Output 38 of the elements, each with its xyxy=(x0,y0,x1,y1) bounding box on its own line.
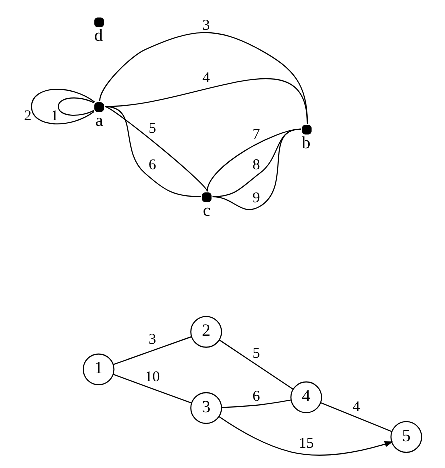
node-label: b xyxy=(302,133,310,152)
edge-label: 4 xyxy=(352,400,360,416)
edge-label: 4 xyxy=(202,70,210,86)
connector xyxy=(98,32,308,124)
connector xyxy=(221,400,291,408)
node-label: d xyxy=(94,26,103,46)
node-circle: 3 xyxy=(190,392,222,424)
edge-label: 2 xyxy=(24,108,32,124)
node-circle: 1 xyxy=(82,354,114,386)
node-circle: 2 xyxy=(190,316,222,348)
edge-label: 6 xyxy=(252,388,260,405)
node-label: a xyxy=(95,110,103,130)
edge-label: 8 xyxy=(252,157,260,174)
edge-label: 5 xyxy=(252,346,260,362)
node-circle xyxy=(202,192,212,202)
connector xyxy=(218,340,294,390)
edge-label: 3 xyxy=(202,18,210,34)
node-circle xyxy=(94,18,104,28)
edge-label: 6 xyxy=(148,157,156,174)
connector xyxy=(30,89,95,125)
node-circle xyxy=(302,125,312,135)
edge-label: 7 xyxy=(252,127,260,144)
edge-label: 9 xyxy=(252,190,260,207)
connector xyxy=(112,374,192,404)
edge-label: 15 xyxy=(298,436,314,452)
node-label: c xyxy=(202,201,210,220)
edge-label: 3 xyxy=(148,332,156,348)
connector xyxy=(112,336,192,366)
edge-label: 10 xyxy=(144,370,160,386)
node-circle xyxy=(94,102,104,112)
connector xyxy=(212,128,301,210)
node-circle: 5 xyxy=(390,421,422,454)
node-circle: 4 xyxy=(290,382,322,414)
connector xyxy=(58,98,94,116)
edge-label: 5 xyxy=(148,120,156,137)
arrow xyxy=(218,416,393,456)
connector xyxy=(320,402,392,432)
edge-label: 1 xyxy=(50,108,58,124)
